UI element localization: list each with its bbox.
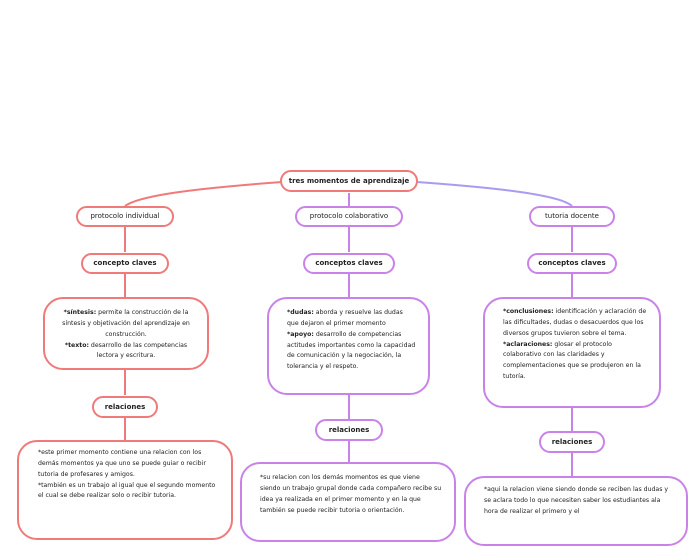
root-topic-label: tres momentos de aprendizaje <box>288 176 410 185</box>
individual-concept-details[interactable]: *síntesis: permite la construcción de la… <box>43 297 209 370</box>
tutoria-concept-details[interactable]: *conclusiones: identificación y aclaraci… <box>483 297 661 408</box>
branch-individual[interactable]: protocolo individual <box>76 206 174 227</box>
link-root-individual <box>124 181 283 207</box>
colaborativo-relations-node[interactable]: relaciones <box>315 419 383 441</box>
colaborativo-concept-details[interactable]: *dudas: aborda y resuelve las dudas que … <box>267 297 430 395</box>
connector-lines <box>124 181 573 476</box>
branch-colaborativo[interactable]: protocolo colaborativo <box>295 206 403 227</box>
link-root-tutoria <box>416 181 573 207</box>
tutoria-concept-node[interactable]: conceptos claves <box>527 253 617 274</box>
individual-relations-node[interactable]: relaciones <box>92 396 158 418</box>
tutoria-relations-node[interactable]: relaciones <box>539 431 605 453</box>
root-topic[interactable]: tres momentos de aprendizaje <box>280 170 418 192</box>
individual-relations-details[interactable]: *este primer momento contiene una relaci… <box>17 440 233 540</box>
colaborativo-relations-details[interactable]: *su relacion con los demás momentos es q… <box>240 462 456 542</box>
individual-concept-node[interactable]: concepto claves <box>81 253 169 274</box>
tutoria-relations-details[interactable]: *aqui la relacion viene siendo donde se … <box>464 476 688 546</box>
colaborativo-concept-node[interactable]: conceptos claves <box>303 253 395 274</box>
branch-tutoria[interactable]: tutoria docente <box>529 206 615 227</box>
